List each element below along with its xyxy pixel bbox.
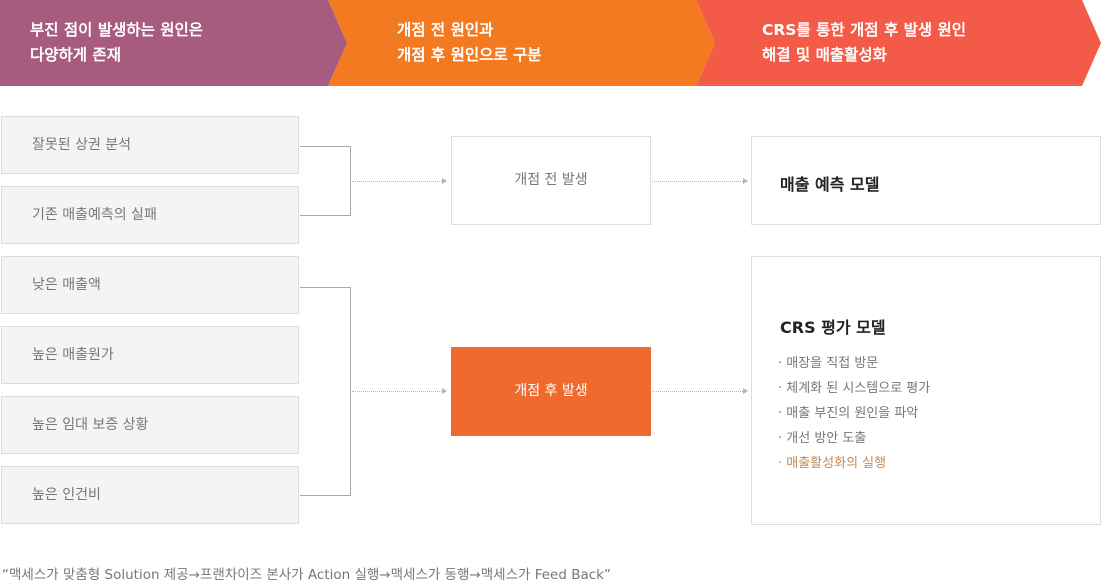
sales-model-title: 매출 예측 모델 bbox=[780, 175, 880, 194]
step3-line1: CRS를 통한 개점 후 발생 원인 bbox=[762, 21, 967, 39]
crs-item-5: · 매출활성화의 실행 bbox=[778, 456, 887, 471]
step2-text: 개점 전 원인과 개점 후 원인으로 구분 bbox=[397, 18, 542, 68]
step1-text: 부진 점이 발생하는 원인은 다양하게 존재 bbox=[30, 18, 203, 68]
cause-box-3: 낮은 매출액 bbox=[1, 256, 299, 314]
crs-item-1: · 매장을 직접 방문 bbox=[778, 356, 879, 371]
step3-line2: 해결 및 매출활성화 bbox=[762, 46, 887, 64]
cause-box-2: 기존 매출예측의 실패 bbox=[1, 186, 299, 244]
crs-item-4: · 개선 방안 도출 bbox=[778, 431, 867, 446]
connector-before bbox=[352, 181, 442, 182]
cause-box-1: 잘못된 상권 분석 bbox=[1, 116, 299, 174]
cause-box-5: 높은 임대 보증 상황 bbox=[1, 396, 299, 454]
connector-after bbox=[352, 391, 442, 392]
arrow-before-icon bbox=[442, 178, 447, 184]
step3-text: CRS를 통한 개점 후 발생 원인 해결 및 매출활성화 bbox=[762, 18, 966, 68]
process-footer-quote: “맥세스가 맞춤형 Solution 제공→프랜차이즈 본사가 Action 실… bbox=[2, 567, 611, 583]
cause-box-4: 높은 매출원가 bbox=[1, 326, 299, 384]
bracket-before bbox=[300, 146, 351, 216]
connector-sales-model bbox=[652, 181, 743, 182]
cause-box-6: 높은 인건비 bbox=[1, 466, 299, 524]
crs-model-title: CRS 평가 모델 bbox=[780, 318, 886, 337]
crs-model-list: · 매장을 직접 방문 · 체계화 된 시스템으로 평가 · 매출 부진의 원인… bbox=[778, 351, 930, 476]
sales-prediction-model-box: 매출 예측 모델 bbox=[751, 136, 1101, 225]
crs-item-2: · 체계화 된 시스템으로 평가 bbox=[778, 381, 931, 396]
phase-after-box: 개점 후 발생 bbox=[451, 347, 651, 436]
step1-chevron bbox=[0, 0, 347, 86]
banner-chevrons bbox=[0, 0, 1101, 86]
step2-line1: 개점 전 원인과 bbox=[397, 21, 494, 39]
arrow-after-icon bbox=[442, 388, 447, 394]
phase-before-box: 개점 전 발생 bbox=[451, 136, 651, 225]
step3-chevron bbox=[696, 0, 1101, 86]
crs-item-3: · 매출 부진의 원인을 파악 bbox=[778, 406, 919, 421]
step2-line2: 개점 후 원인으로 구분 bbox=[397, 46, 542, 64]
process-banner: 부진 점이 발생하는 원인은 다양하게 존재 개점 전 원인과 개점 후 원인으… bbox=[0, 0, 1101, 86]
bracket-after bbox=[300, 287, 351, 496]
step1-line1: 부진 점이 발생하는 원인은 bbox=[30, 21, 204, 39]
arrow-sales-model-icon bbox=[743, 178, 748, 184]
step1-line2: 다양하게 존재 bbox=[30, 46, 121, 64]
crs-evaluation-model-box: CRS 평가 모델 · 매장을 직접 방문 · 체계화 된 시스템으로 평가 ·… bbox=[751, 256, 1101, 525]
step2-chevron bbox=[328, 0, 715, 86]
arrow-crs-model-icon bbox=[743, 388, 748, 394]
connector-crs-model bbox=[652, 391, 743, 392]
